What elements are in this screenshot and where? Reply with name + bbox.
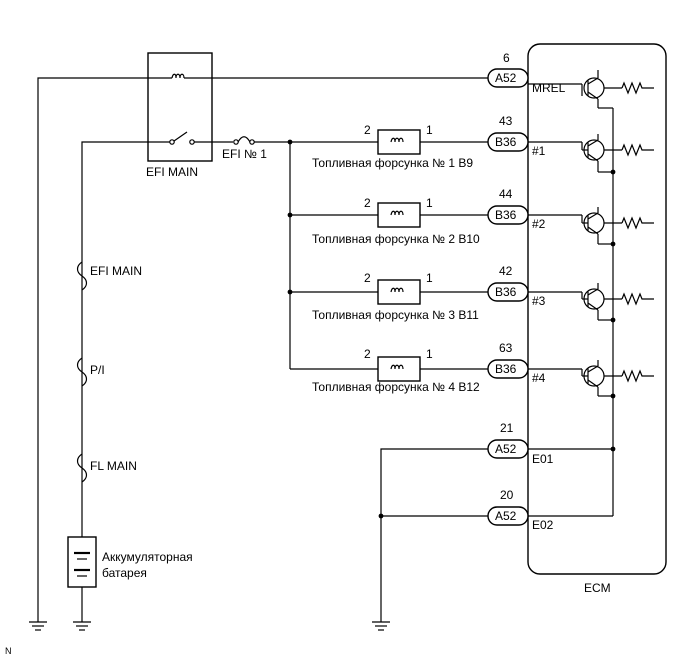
injector-4-coil [390, 364, 404, 370]
transistor-icon [528, 283, 654, 321]
connector-pin: 6 [503, 51, 510, 65]
battery-box [67, 536, 97, 588]
injector-3-pin1: 1 [426, 271, 433, 285]
transistor-icon [528, 70, 654, 109]
relay-switch-blade [173, 131, 188, 142]
connector-pin: 63 [499, 341, 513, 355]
fuse-pi [76, 357, 88, 387]
injector-1-coil [390, 137, 404, 143]
fuse-efi1-end-a [233, 139, 239, 145]
ecm-ground-wiring [378, 448, 488, 622]
fuse-fl-main [76, 453, 88, 483]
connector-pill [487, 506, 529, 526]
injector-3-coil [390, 287, 404, 293]
transistor-icon [528, 360, 654, 397]
connector-pin: 21 [500, 421, 514, 435]
connector-id: A52 [495, 71, 517, 85]
connector-pin: 20 [500, 488, 514, 502]
fuse-efi1-end-b [249, 139, 255, 145]
connector-pill [487, 68, 529, 88]
connector-inj4: B36 63 #4 [487, 341, 546, 385]
injector-bus [287, 139, 378, 370]
connector-mrel: A52 6 MREL [487, 51, 566, 95]
relay-label: EFI MAIN [146, 165, 198, 179]
ecm-terminal: E01 [532, 452, 554, 466]
injector-3: 2 1 Топливная форсунка № 3 B11 [312, 271, 488, 322]
ecm-terminal: E02 [532, 518, 554, 532]
connector-inj2: B36 44 #2 [487, 187, 546, 231]
supply-wiring: EFI № 1 EFI MAIN P/I FL MAIN [37, 77, 488, 622]
injector-1: 2 1 Топливная форсунка № 1 B9 [312, 123, 488, 170]
injector-1-pin1: 1 [426, 123, 433, 137]
injector-1-pin2: 2 [364, 123, 371, 137]
injector-2-coil [390, 210, 404, 216]
junction-dot [287, 139, 293, 145]
relay-coil [171, 73, 185, 79]
connector-pin: 44 [499, 187, 513, 201]
connector-id: B36 [495, 285, 517, 299]
connector-id: B36 [495, 135, 517, 149]
connector-pill [487, 359, 529, 379]
connector-id: B36 [495, 208, 517, 222]
connector-pill [487, 282, 529, 302]
fuse-efi1 [237, 136, 251, 143]
ecm-terminal: #4 [532, 371, 546, 385]
injector-3-coil-box [377, 279, 421, 305]
connector-pin: 43 [499, 114, 513, 128]
battery-label-1: Аккумуляторная [102, 550, 193, 564]
ecm-terminal: #1 [532, 144, 546, 158]
fuse-pi-label: P/I [90, 363, 105, 377]
wire-e01 [380, 448, 488, 622]
wire-ground-mrel [37, 77, 172, 622]
connector-pill [487, 132, 529, 152]
connector-pin: 42 [499, 264, 513, 278]
efi-main-relay: EFI MAIN [146, 52, 213, 179]
injector-2-pin2: 2 [364, 196, 371, 210]
connector-id: A52 [495, 442, 517, 456]
injector-4: 2 1 Топливная форсунка № 4 B12 [312, 347, 488, 394]
connector-id: B36 [495, 362, 517, 376]
ecm-terminal: #2 [532, 217, 546, 231]
injector-2-pin1: 1 [426, 196, 433, 210]
relay-box [147, 52, 213, 162]
ground-symbols [29, 621, 390, 631]
injector-3-pin2: 2 [364, 271, 371, 285]
connector-e01: A52 21 E01 [487, 421, 554, 466]
fuse-efi1-label: EFI № 1 [222, 147, 267, 161]
ecm-terminal: MREL [532, 81, 566, 95]
injector-3-label: Топливная форсунка № 3 B11 [312, 308, 479, 322]
junction-dot [610, 446, 616, 452]
ecm-terminal: #3 [532, 294, 546, 308]
connector-inj3: B36 42 #3 [487, 264, 546, 308]
injector-2-label: Топливная форсунка № 2 B10 [312, 232, 480, 246]
fuse-efi-main [76, 261, 88, 291]
ecm-label: ECM [584, 581, 611, 595]
injector-4-pin1: 1 [426, 347, 433, 361]
transistor-icon [528, 207, 654, 245]
fuse-efi-main-label: EFI MAIN [90, 264, 142, 278]
ground-icon [372, 621, 390, 631]
connector-inj1: B36 43 #1 [487, 114, 546, 158]
ecm: ECM [527, 43, 667, 595]
injector-4-pin2: 2 [364, 347, 371, 361]
fuse-fl-main-label: FL MAIN [90, 459, 137, 473]
connector-pill [487, 439, 529, 459]
transistor-icon [528, 134, 654, 173]
corner-mark: N [5, 646, 12, 656]
connector-e02: A52 20 E02 [487, 488, 554, 532]
junction-dot [378, 513, 384, 519]
ground-icon [73, 621, 91, 631]
injector-4-label: Топливная форсунка № 4 B12 [312, 380, 480, 394]
battery-label-2: батарея [102, 566, 147, 580]
connector-pill [487, 205, 529, 225]
injector-2: 2 1 Топливная форсунка № 2 B10 [312, 196, 488, 246]
wire-battery-feed [81, 141, 170, 537]
injector-1-label: Топливная форсунка № 1 B9 [312, 156, 473, 170]
ground-icon [29, 621, 47, 631]
battery: Аккумуляторная батарея [67, 536, 193, 622]
connector-id: A52 [495, 509, 517, 523]
